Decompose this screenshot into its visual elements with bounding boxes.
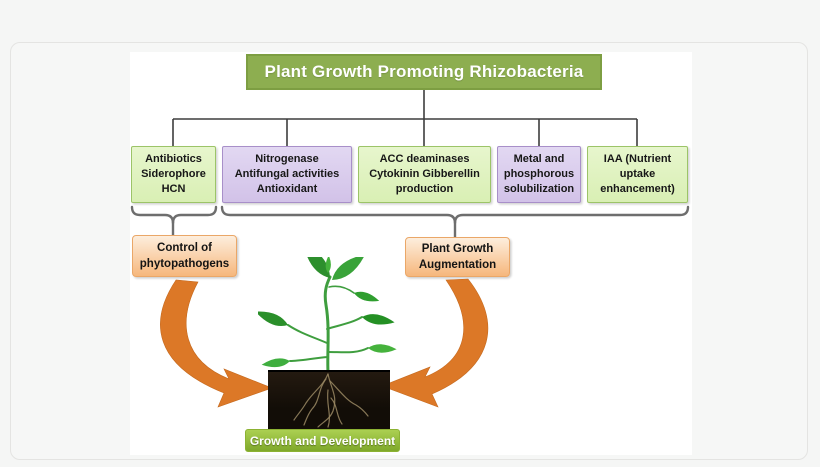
pgpr-diagram-figure: Plant Growth Promoting Rhizobacteria Ant… — [130, 52, 692, 455]
outcome-box-line: Plant Growth — [421, 242, 494, 255]
soil-illustration — [268, 370, 390, 433]
curved-arrows — [160, 278, 489, 408]
factor-box-line: IAA (Nutrient — [603, 153, 672, 166]
factor-box-antibiotics-siderophore-hcn: Antibiotics Siderophore HCN — [131, 146, 216, 203]
factor-box-line: phosphorous — [503, 168, 575, 181]
outcome-box-line: Augmentation — [418, 259, 497, 271]
factor-box-line: Nitrogenase — [255, 153, 319, 166]
factor-box-line: Siderophore — [141, 168, 206, 181]
growth-development-label: Growth and Development — [245, 429, 400, 452]
factor-box-line: HCN — [161, 182, 186, 195]
factor-box-line: solubilization — [503, 182, 575, 195]
outcome-box-plant-growth-augmentation: Plant Growth Augmentation — [405, 237, 510, 277]
roots-illustration — [293, 373, 369, 428]
factor-box-line: Cytokinin Gibberellin — [369, 168, 480, 181]
factor-box-line: ACC deaminases — [379, 153, 470, 166]
factor-box-line: Metal and — [513, 153, 565, 166]
outcome-box-line: Control of — [157, 241, 212, 254]
factor-box-line: Antifungal activities — [234, 168, 340, 181]
outcome-box-control-of-phytopathogens: Control of phytopathogens — [132, 235, 237, 277]
outcome-box-line: phytopathogens — [139, 258, 230, 270]
factor-box-metal-phosphorous-solubilization: Metal and phosphorous solubilization — [497, 146, 581, 203]
factor-box-line: production — [395, 182, 454, 195]
factor-box-acc-deaminases-cytokinin-gibberellin: ACC deaminases Cytokinin Gibberellin pro… — [358, 146, 491, 203]
tree-connector-lines — [172, 90, 638, 146]
left-curved-arrow — [160, 279, 273, 408]
plant-illustration — [258, 257, 397, 372]
factor-box-line: Antibiotics — [145, 153, 202, 166]
factor-box-line: Antioxidant — [256, 182, 318, 195]
diagram-title: Plant Growth Promoting Rhizobacteria — [246, 54, 602, 90]
brace-connectors — [130, 205, 690, 239]
factor-box-line: uptake — [619, 168, 656, 181]
factor-box-line: enhancement) — [600, 182, 675, 195]
factor-box-nitrogenase-antifungal-antioxidant: Nitrogenase Antifungal activities Antiox… — [222, 146, 352, 203]
factor-box-iaa-nutrient-uptake: IAA (Nutrient uptake enhancement) — [587, 146, 688, 203]
